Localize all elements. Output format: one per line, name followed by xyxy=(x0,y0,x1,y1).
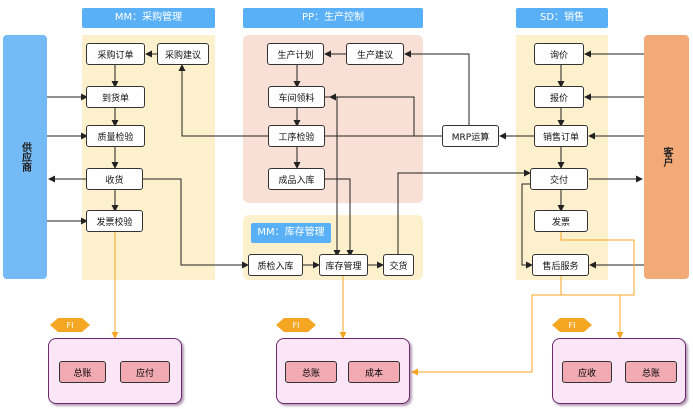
fi-right-general-ledger: 总账 xyxy=(625,361,677,383)
mm-purchase-panel xyxy=(82,35,215,280)
invoice-verification-node: 发票校验 xyxy=(86,210,143,232)
fi-box-right: 应收 总账 xyxy=(552,338,686,404)
header-sd-sales: SD：销售 xyxy=(516,8,608,28)
purchase-order-node: 采购订单 xyxy=(86,43,145,65)
inventory-management-node: 库存管理 xyxy=(319,254,368,276)
inquiry-node: 询价 xyxy=(534,43,584,65)
fi-tag-middle: FI xyxy=(276,318,316,332)
after-sales-node: 售后服务 xyxy=(532,254,589,276)
qc-warehousing-node: 质检入库 xyxy=(248,254,303,276)
header-mm-purchase: MM：采购管理 xyxy=(82,8,215,28)
purchase-suggestion-node: 采购建议 xyxy=(157,43,209,65)
process-inspection-node: 工序检验 xyxy=(268,125,325,147)
fi-tag-left: FI xyxy=(50,318,90,332)
workshop-material-node: 车间领料 xyxy=(268,86,325,108)
fi-tag-right: FI xyxy=(552,318,592,332)
fi-right-receivable: 应收 xyxy=(562,361,612,383)
fi-box-left: 总账 应付 xyxy=(48,338,182,404)
sd-sales-panel xyxy=(516,35,608,280)
production-plan-node: 生产计划 xyxy=(267,43,324,65)
sales-order-node: 销售订单 xyxy=(534,125,588,147)
quality-inspection-node: 质量检验 xyxy=(86,125,145,147)
fi-box-middle: 总账 成本 xyxy=(276,338,410,404)
delivery-node: 交货 xyxy=(383,254,414,276)
finished-goods-in-node: 成品入库 xyxy=(268,168,325,190)
fi-middle-general-ledger: 总账 xyxy=(285,361,337,383)
arrival-bill-node: 到货单 xyxy=(86,86,145,108)
receiving-node: 收货 xyxy=(86,168,143,190)
header-mm-inventory: MM：库存管理 xyxy=(251,223,331,243)
fi-middle-cost: 成本 xyxy=(348,361,400,383)
invoice-node: 发票 xyxy=(534,210,588,232)
quotation-node: 报价 xyxy=(534,86,584,108)
header-pp-production: PP：生产控制 xyxy=(243,8,423,28)
customer-bar: 客户 xyxy=(644,35,689,279)
supplier-bar: 供应商 xyxy=(3,35,47,279)
fi-left-general-ledger: 总账 xyxy=(59,361,106,383)
production-suggestion-node: 生产建议 xyxy=(346,43,404,65)
mrp-node: MRP运算 xyxy=(442,125,499,147)
fi-left-payable: 应付 xyxy=(120,361,170,383)
dispatch-node: 交付 xyxy=(530,168,588,190)
